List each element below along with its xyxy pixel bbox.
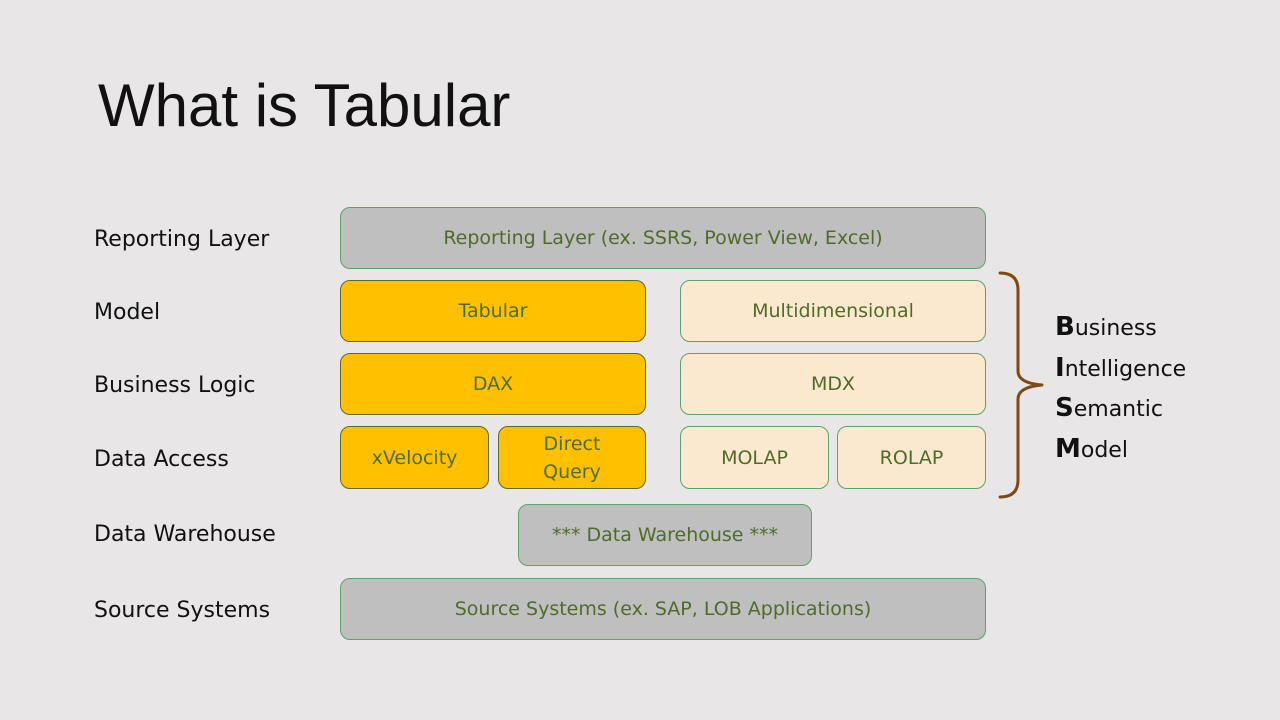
bism-initial-s: S bbox=[1055, 393, 1074, 423]
bism-rest-business: usiness bbox=[1074, 316, 1157, 341]
bism-rest-intelligence: ntelligence bbox=[1064, 356, 1187, 382]
bism-line-intelligence: Intelligence bbox=[1055, 349, 1255, 390]
xvelocity-box-label: xVelocity bbox=[371, 446, 458, 469]
layer-label-business-logic: Business Logic bbox=[94, 373, 256, 398]
direct-query-box-label-line2: Query bbox=[543, 460, 601, 483]
bism-acronym: Business Intelligence Semantic Model bbox=[1055, 308, 1255, 470]
source-systems-box-label: Source Systems (ex. SAP, LOB Application… bbox=[454, 598, 872, 620]
multidimensional-box-label: Multidimensional bbox=[752, 300, 914, 322]
direct-query-box: Direct Query bbox=[498, 426, 646, 489]
rolap-box-label: ROLAP bbox=[879, 446, 944, 469]
layer-label-reporting: Reporting Layer bbox=[94, 227, 270, 252]
data-warehouse-box-label: *** Data Warehouse *** bbox=[551, 524, 779, 546]
data-warehouse-box: *** Data Warehouse *** bbox=[518, 504, 812, 566]
mdx-box-label: MDX bbox=[810, 373, 856, 395]
bism-line-model: Model bbox=[1055, 430, 1255, 471]
source-systems-box: Source Systems (ex. SAP, LOB Application… bbox=[340, 578, 986, 640]
multidimensional-box: Multidimensional bbox=[680, 280, 986, 342]
tabular-box: Tabular bbox=[340, 280, 646, 342]
bism-rest-model: odel bbox=[1080, 437, 1128, 463]
mdx-box: MDX bbox=[680, 353, 986, 415]
bism-line-semantic: Semantic bbox=[1055, 389, 1255, 430]
reporting-layer-box: Reporting Layer (ex. SSRS, Power View, E… bbox=[340, 207, 986, 269]
dax-box: DAX bbox=[340, 353, 646, 415]
rolap-box: ROLAP bbox=[837, 426, 986, 489]
bism-initial-b: B bbox=[1055, 312, 1075, 342]
bism-rest-semantic: emantic bbox=[1073, 397, 1163, 422]
xvelocity-box: xVelocity bbox=[340, 426, 489, 489]
molap-box: MOLAP bbox=[680, 426, 829, 489]
bism-initial-m: M bbox=[1055, 433, 1081, 464]
molap-box-label: MOLAP bbox=[721, 446, 788, 469]
tabular-box-label: Tabular bbox=[458, 300, 528, 322]
bism-initial-i: I bbox=[1055, 352, 1065, 383]
layer-label-source-systems: Source Systems bbox=[94, 598, 271, 623]
dax-box-label: DAX bbox=[472, 373, 514, 395]
layer-label-model: Model bbox=[94, 300, 161, 325]
layer-label-data-warehouse: Data Warehouse bbox=[94, 522, 276, 547]
layer-label-data-access: Data Access bbox=[94, 447, 229, 472]
slide-title: What is Tabular bbox=[98, 72, 511, 139]
reporting-layer-box-label: Reporting Layer (ex. SSRS, Power View, E… bbox=[443, 227, 883, 249]
bism-line-business: Business bbox=[1055, 308, 1255, 349]
right-curly-brace bbox=[998, 271, 1044, 499]
direct-query-box-label-line1: Direct bbox=[543, 432, 601, 455]
